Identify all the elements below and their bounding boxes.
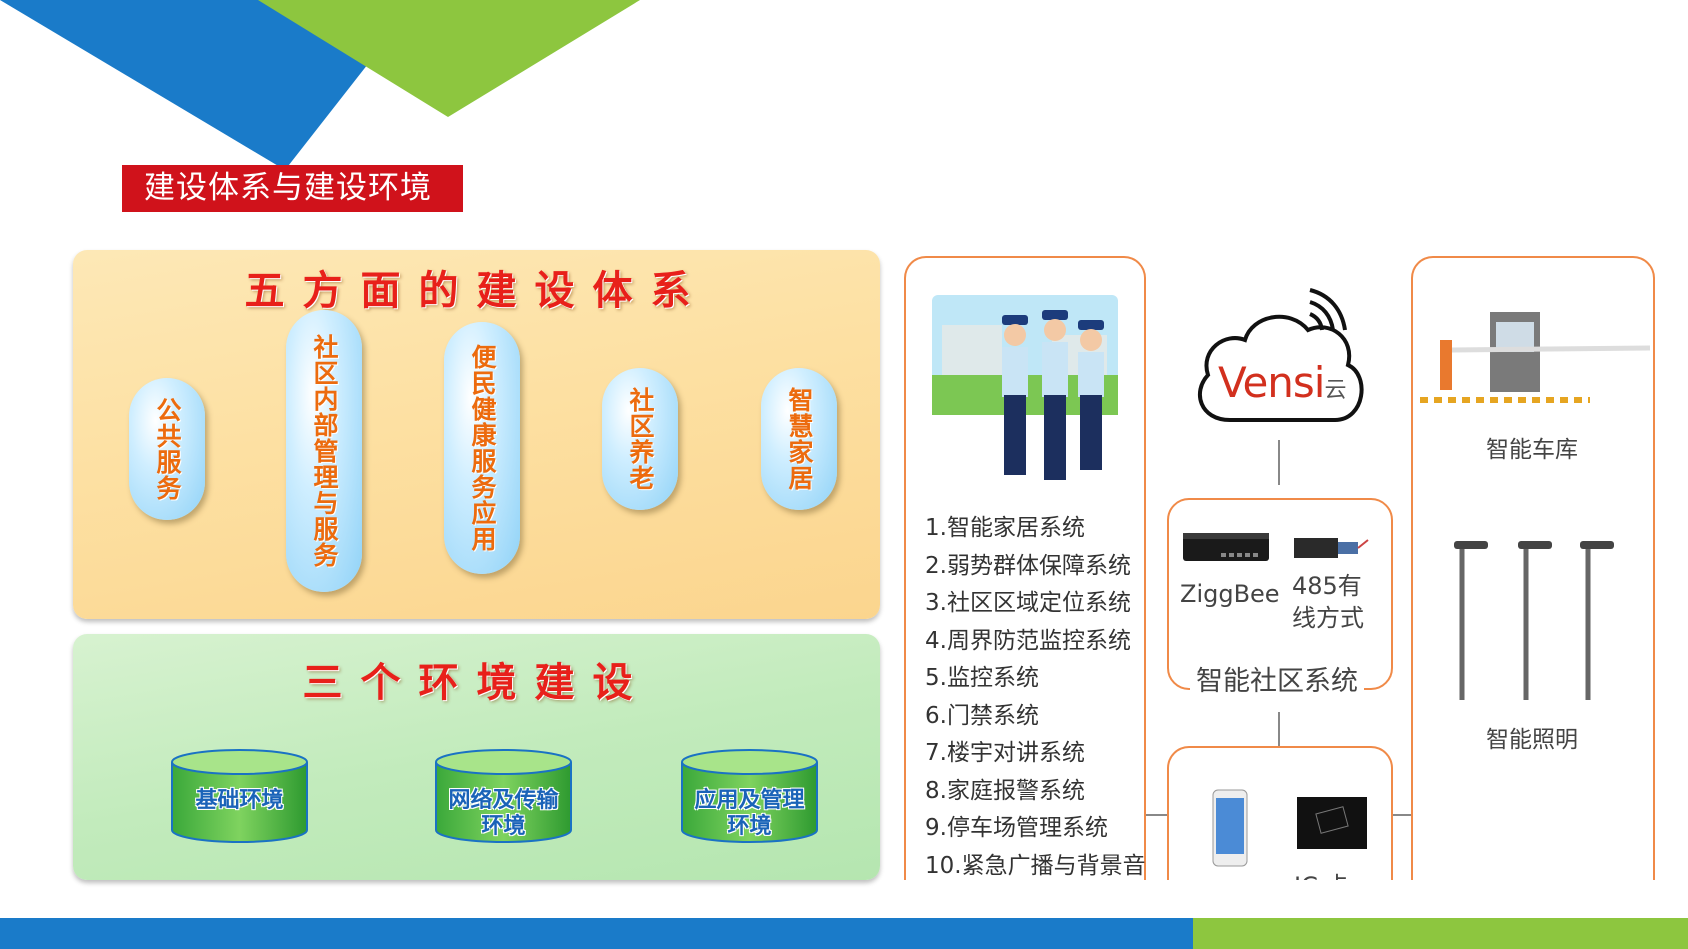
rs485-label-line2: 线方式 (1292, 604, 1364, 632)
aspect-label: 公共服务 (153, 397, 182, 501)
cloud-suffix: 云 (1324, 378, 1346, 403)
three-environments-panel: 三个环境建设 基础环境 网络及传输 环境 应用及管理 环境 (73, 634, 880, 880)
security-guards-illustration (932, 295, 1118, 480)
list-item: 10.紧急广播与背景音 (925, 852, 1146, 879)
list-item: 1.智能家居系统 (925, 515, 1085, 541)
cylinder-icon (435, 749, 572, 843)
cloud-brand: Vensi云 (1218, 358, 1347, 407)
footer-green-bar (1193, 918, 1688, 949)
aspect-public-service: 公共服务 (129, 378, 205, 520)
smart-garage-label: 智能车库 (1486, 437, 1578, 463)
systems-list: 1.智能家居系统 2.弱势群体保障系统 3.社区区域定位系统 4.周界防范监控系… (925, 510, 1146, 885)
cylinder-icon (171, 749, 308, 843)
aspect-elderly-care: 社区养老 (602, 368, 678, 510)
environment-basic: 基础环境 (170, 748, 309, 844)
list-item: 7.楼宇对讲系统 (925, 740, 1085, 766)
list-item: 9.停车场管理系统 (925, 815, 1108, 841)
street-light-icon (1454, 541, 1614, 700)
smartphone-icon (1212, 789, 1248, 867)
zigbee-gateway-icon (1183, 533, 1269, 561)
corner-decoration (0, 0, 640, 170)
community-system-label: 智能社区系统 (1190, 659, 1364, 698)
environment-label-line2: 环境 (481, 814, 526, 839)
rs485-label-line1: 485有 (1292, 572, 1362, 600)
list-item: 6.门禁系统 (925, 702, 1039, 729)
zigbee-label: ZiggBee (1180, 580, 1280, 608)
connector-lines (1146, 440, 1411, 816)
smart-lighting-label: 智能照明 (1486, 727, 1578, 753)
card-reader-icon (1297, 797, 1367, 849)
list-item: 8.家庭报警系统 (925, 777, 1085, 804)
list-item: 4.周界防范监控系统 (925, 627, 1131, 654)
aspect-label: 智慧家居 (785, 387, 814, 491)
aspect-label: 社区内部管理与服务 (310, 334, 339, 568)
cloud-icon (1198, 288, 1364, 422)
list-item: 2.弱势群体保障系统 (925, 552, 1131, 579)
section-title: 建设体系与建设环境 (122, 165, 463, 212)
environment-network: 网络及传输 环境 (434, 748, 573, 844)
aspect-label: 便民健康服务应用 (468, 344, 497, 552)
footer-blue-bar (0, 918, 1193, 949)
aspect-label: 社区养老 (626, 387, 655, 491)
aspect-health-service: 便民健康服务应用 (444, 322, 520, 574)
smart-garage-icon (1420, 312, 1650, 403)
environment-application: 应用及管理 环境 (680, 748, 819, 844)
cloud-brand-text: Vensi (1218, 358, 1325, 407)
environment-label: 网络及传输 (448, 788, 559, 813)
systems-box (904, 256, 1146, 880)
five-aspects-heading: 五方面的建设体系 (244, 268, 709, 314)
devices-box (1411, 256, 1655, 880)
aspect-community-management: 社区内部管理与服务 (286, 310, 362, 592)
list-item: 3.社区区域定位系统 (925, 590, 1131, 616)
cylinder-icon (681, 749, 818, 843)
aspect-smart-home: 智慧家居 (761, 368, 837, 510)
terminal-box (1167, 746, 1393, 880)
five-aspects-panel: 五方面的建设体系 公共服务 社区内部管理与服务 便民健康服务应用 社区养老 智慧… (73, 250, 880, 619)
crop-mask (880, 880, 1688, 918)
environment-label: 基础环境 (195, 788, 284, 813)
environment-label: 应用及管理 (694, 788, 805, 813)
list-item: 5.监控系统 (925, 665, 1039, 691)
environment-label-line2: 环境 (727, 814, 772, 839)
rs485-module-icon (1294, 538, 1369, 558)
three-environments-heading: 三个环境建设 (302, 660, 651, 706)
